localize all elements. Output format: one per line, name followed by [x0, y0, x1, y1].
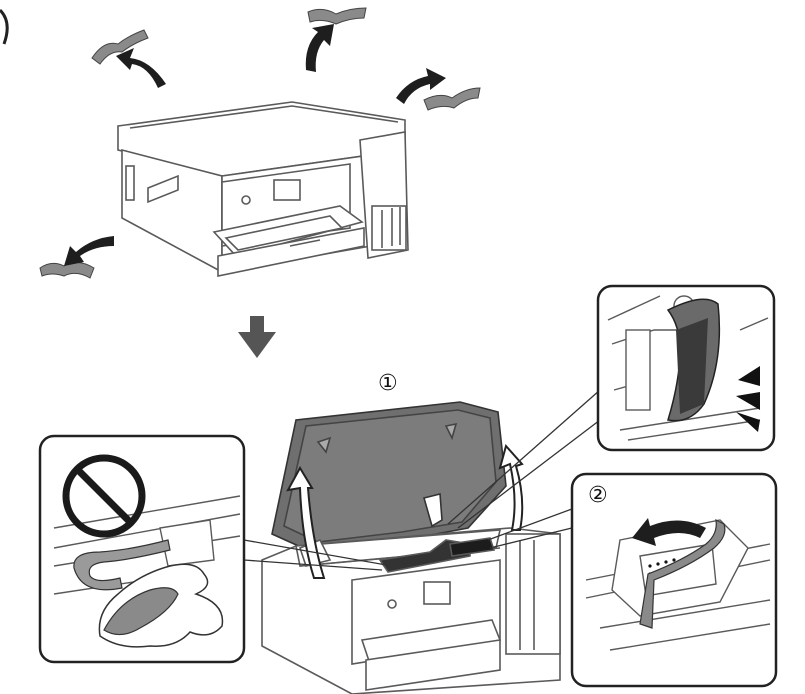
tape-strips-top [39, 7, 481, 279]
tape-strip [39, 262, 95, 279]
leader-lines [243, 389, 601, 571]
curved-arrow [286, 465, 326, 579]
flat-cable [73, 539, 171, 591]
curved-arrow [64, 236, 114, 266]
callout-do-not-touch [38, 434, 246, 664]
printer-open [261, 401, 561, 694]
removal-arrows-top [64, 24, 446, 266]
tape-strip [307, 7, 367, 25]
callout-remove-tape: ② [570, 472, 778, 688]
curved-arrow [116, 48, 166, 88]
curved-arrow [498, 443, 524, 531]
down-arrow-icon [238, 316, 276, 358]
callout-click-latch [596, 284, 776, 452]
step2-marker: ② [588, 483, 608, 508]
curved-arrow [632, 518, 706, 546]
prohibited-icon [62, 454, 146, 538]
edge-marker [0, 8, 9, 45]
curved-arrow [396, 68, 446, 104]
tape-strip [639, 518, 726, 629]
step1-marker: ① [378, 371, 398, 396]
lift-arrows [286, 443, 524, 579]
tape-strip [423, 87, 481, 111]
tape-strip [91, 29, 149, 65]
printer-top [117, 101, 409, 277]
curved-arrow [305, 24, 334, 72]
click-sound-icon [736, 366, 760, 432]
